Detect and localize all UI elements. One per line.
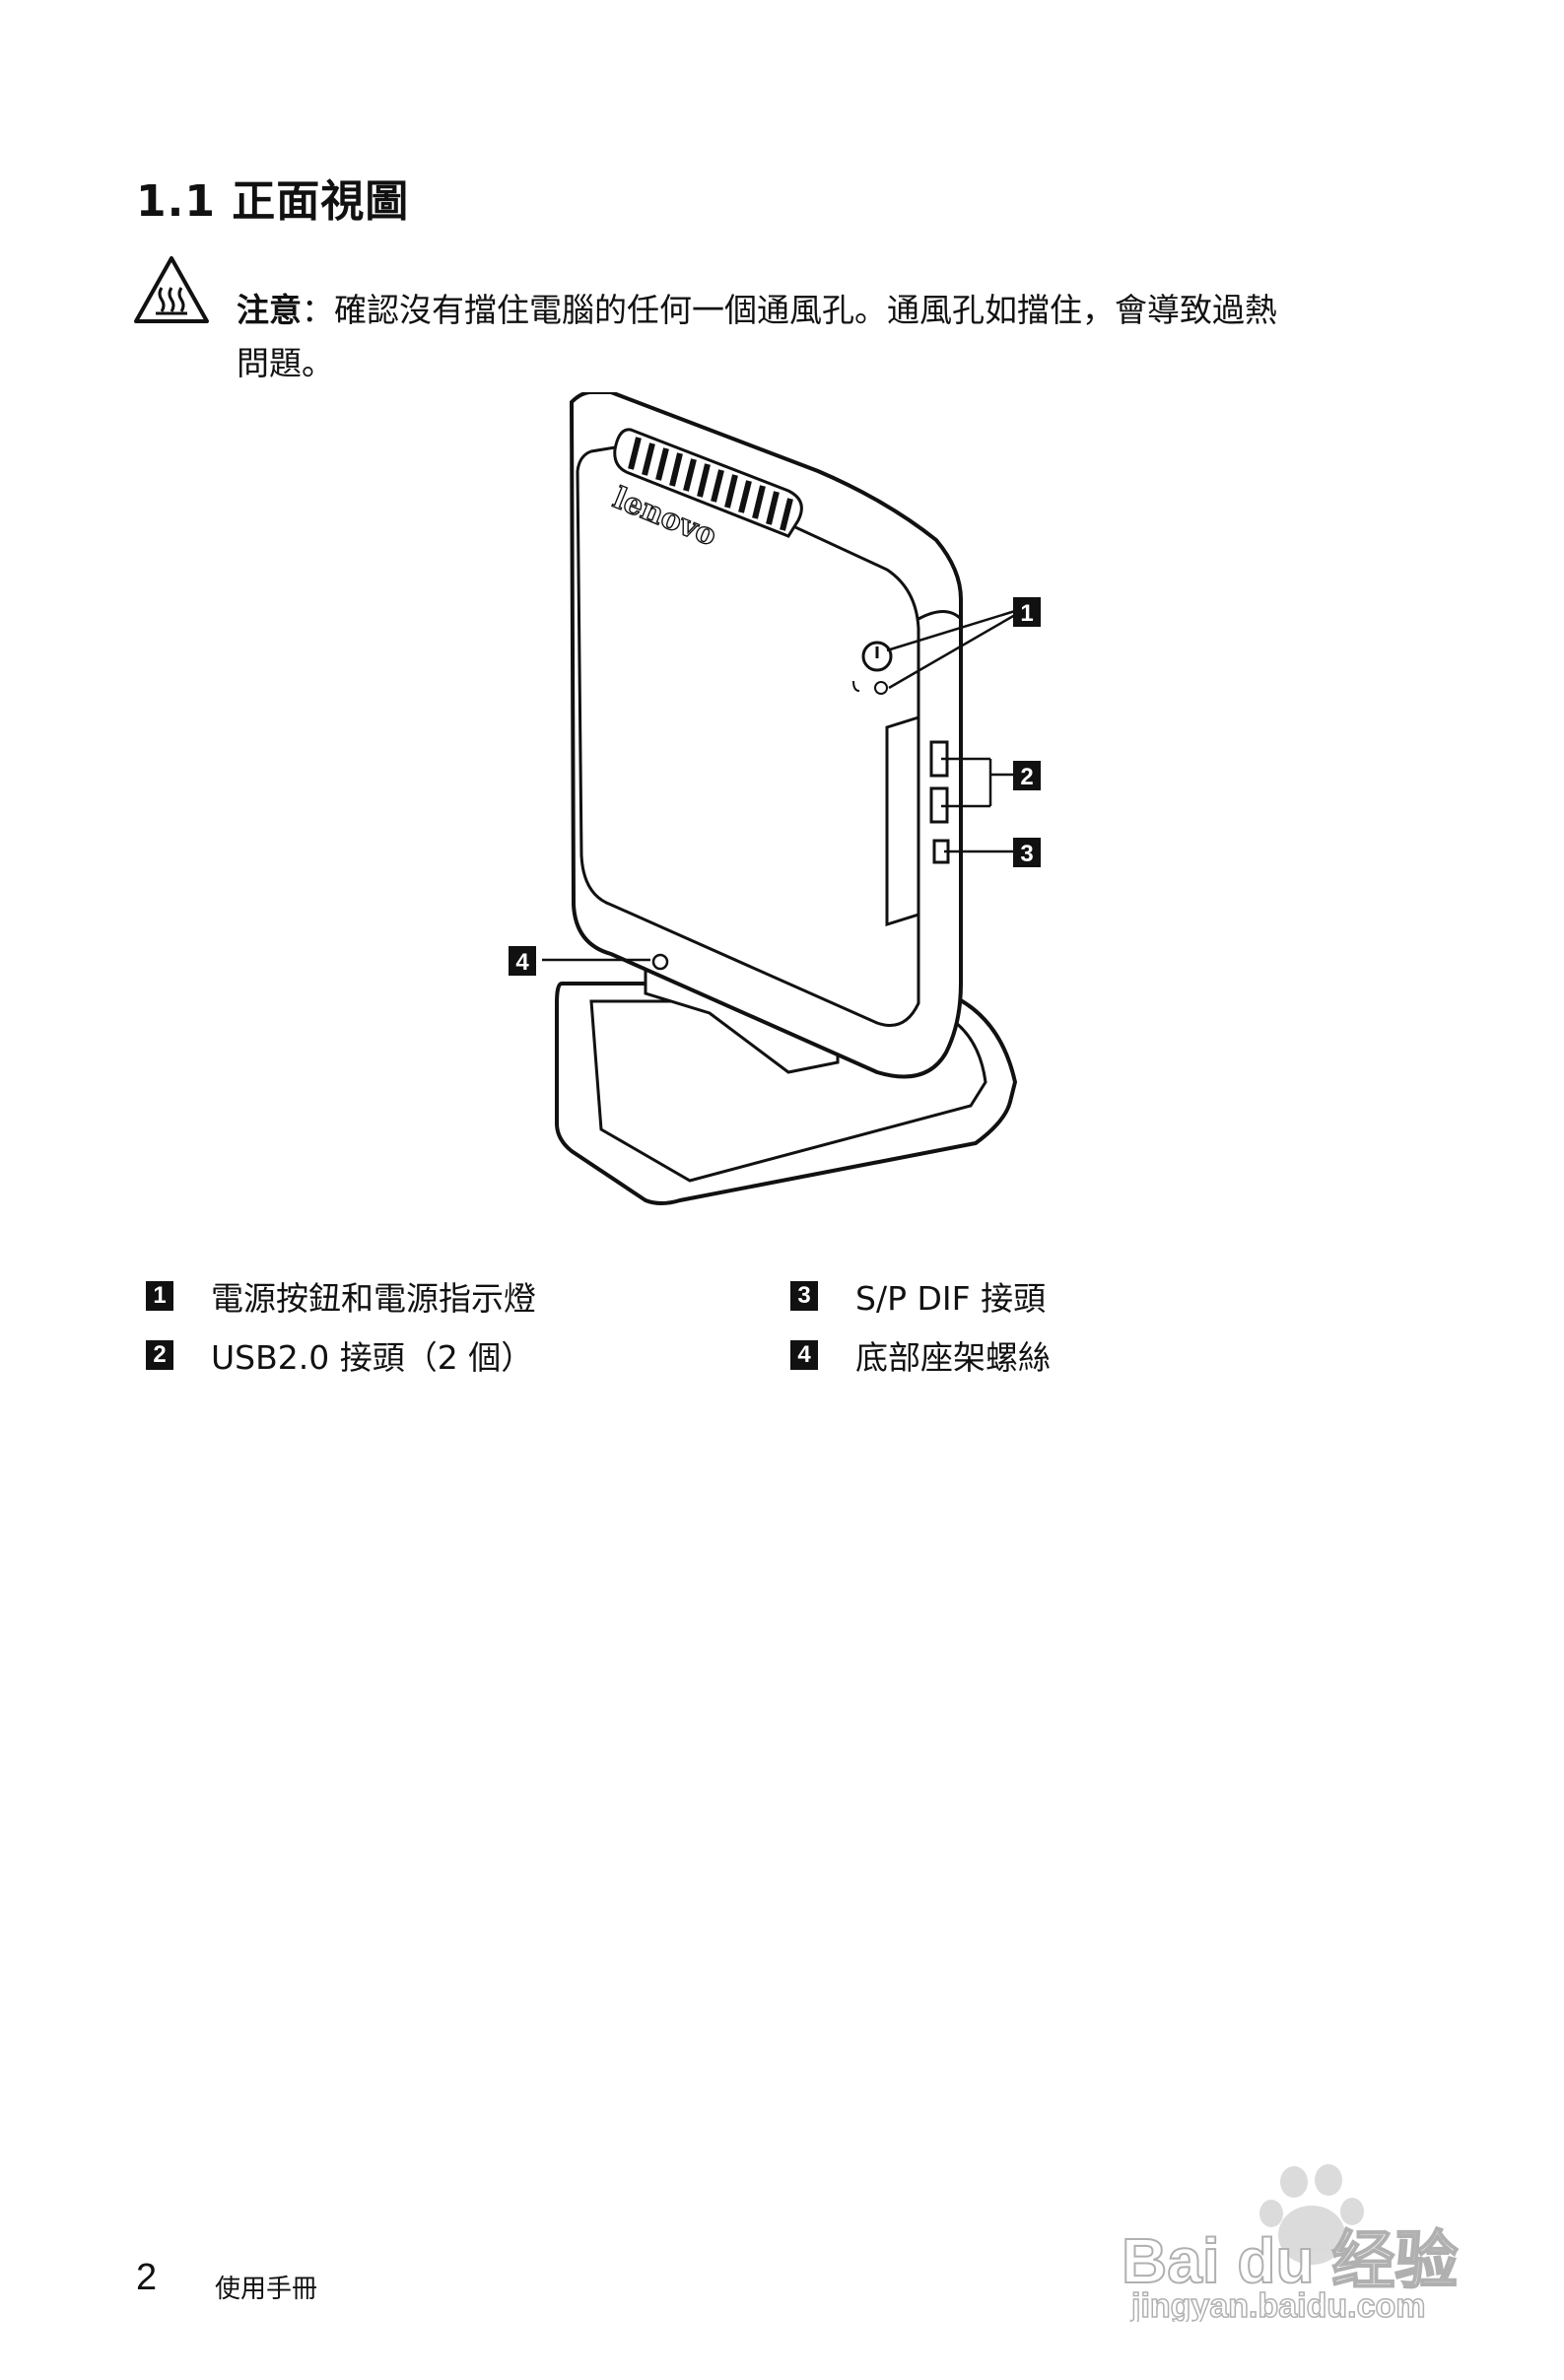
legend-right-column: 3 S/P DIF 接頭 4 底部座架螺絲 [790,1266,1051,1385]
legend-badge: 4 [790,1340,818,1370]
power-indicator-icon [874,681,888,695]
legend-text: S/P DIF 接頭 [855,1279,1047,1318]
callout-2-badge [1013,761,1041,790]
callout-1: 1 [1020,600,1033,627]
callout-2: 2 [1020,764,1033,790]
page-number: 2 [136,2257,158,2298]
baidu-watermark-logo: Bai du 经验 jingyan.baidu.com [1121,2164,1459,2322]
callout-1-badge [1013,597,1041,627]
footer-title: 使用手冊 [215,2275,318,2304]
device-front-panel [576,444,920,1027]
callout-4: 4 [515,949,529,976]
legend-left-column: 1 電源按鈕和電源指示燈 2 USB2.0 接頭（2 個） [146,1266,536,1385]
legend-text: USB2.0 接頭（2 個） [211,1338,534,1377]
notice-text-line2: 問題。 [237,344,334,382]
legend-badge: 3 [790,1281,818,1311]
legend-badge: 1 [146,1281,173,1311]
legend-item: 2 USB2.0 接頭（2 個） [146,1326,536,1385]
legend-badge: 2 [146,1340,173,1370]
base-screw-icon [651,953,669,971]
notice-block: 注意：確認沒有擋住電腦的任何一個通風孔。通風孔如擋住，會導致過熱 問題。 [237,284,1399,390]
legend-text: 電源按鈕和電源指示燈 [211,1279,536,1318]
legend-item: 1 電源按鈕和電源指示燈 [146,1266,536,1326]
notice-label: 注意 [237,291,302,329]
callout-3-badge [1013,838,1041,867]
device-front-view-illustration: lenovo 1 2 3 4 [509,392,1041,1205]
watermark-brand: Bai du 经验 [1122,2225,1458,2296]
callout-3: 3 [1020,841,1033,867]
callout-4-badge [509,946,536,976]
hot-surface-warning-icon [134,256,209,323]
air-vent-grille [613,428,803,538]
legend-item: 3 S/P DIF 接頭 [790,1266,1051,1326]
section-title: 1.1 正面視圖 [136,176,410,227]
watermark-url: jingyan.baidu.com [1130,2287,1425,2322]
legend-item: 4 底部座架螺絲 [790,1326,1051,1385]
notice-text-line1: ：確認沒有擋住電腦的任何一個通風孔。通風孔如擋住，會導致過熱 [302,291,1277,329]
legend-text: 底部座架螺絲 [855,1338,1051,1377]
